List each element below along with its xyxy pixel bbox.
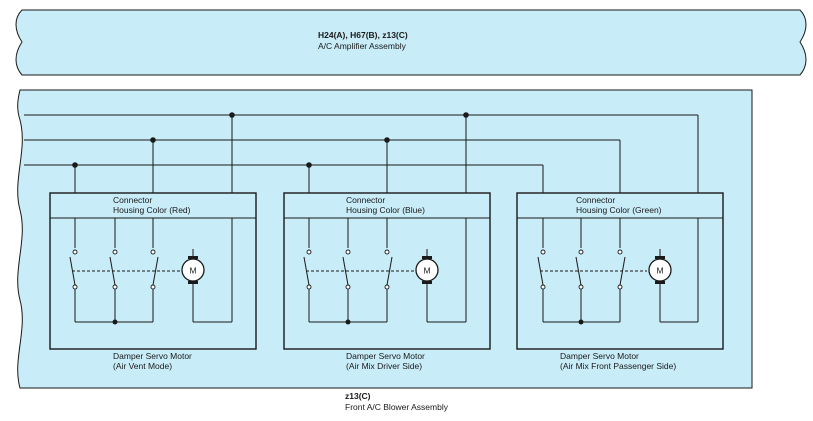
blower-panel bbox=[17, 89, 753, 389]
connector-label-line2: Housing Color (Blue) bbox=[346, 205, 425, 215]
motor-box bbox=[49, 192, 257, 350]
connector-label-line1: Connector bbox=[113, 195, 152, 205]
connector-label-line1: Connector bbox=[346, 195, 385, 205]
servo-motor-air-mix-front-passenger-side: Connector Housing Color (Green) M Damper… bbox=[516, 192, 724, 371]
motor-name-line1: Damper Servo Motor bbox=[113, 351, 192, 361]
motor-name-line2: (Air Vent Mode) bbox=[113, 361, 172, 371]
connector-label-line2: Housing Color (Red) bbox=[113, 205, 191, 215]
connector-label-line2: Housing Color (Green) bbox=[576, 205, 662, 215]
motor-box bbox=[516, 192, 724, 350]
motor-name-line2: (Air Mix Driver Side) bbox=[346, 361, 422, 371]
amplifier-id-label: H24(A), H67(B), z13(C) bbox=[318, 30, 408, 40]
motor-name-line2: (Air Mix Front Passenger Side) bbox=[560, 361, 676, 371]
blower-id-label: z13(C) bbox=[345, 391, 371, 401]
blower-name: Front A/C Blower Assembly bbox=[345, 402, 449, 412]
amplifier-name: A/C Amplifier Assembly bbox=[318, 41, 407, 51]
motor-symbol: M bbox=[189, 266, 196, 276]
motor-symbol: M bbox=[656, 266, 663, 276]
connector-label-line1: Connector bbox=[576, 195, 615, 205]
amplifier-panel bbox=[15, 9, 807, 76]
motor-box bbox=[283, 192, 491, 350]
servo-motor-air-mix-driver-side: Connector Housing Color (Blue) M Damper … bbox=[283, 192, 491, 371]
motor-name-line1: Damper Servo Motor bbox=[346, 351, 425, 361]
motor-name-line1: Damper Servo Motor bbox=[560, 351, 639, 361]
motor-symbol: M bbox=[423, 266, 430, 276]
servo-motor-air-vent-mode: Connector Housing Color (Red) M Damper S… bbox=[49, 192, 257, 371]
